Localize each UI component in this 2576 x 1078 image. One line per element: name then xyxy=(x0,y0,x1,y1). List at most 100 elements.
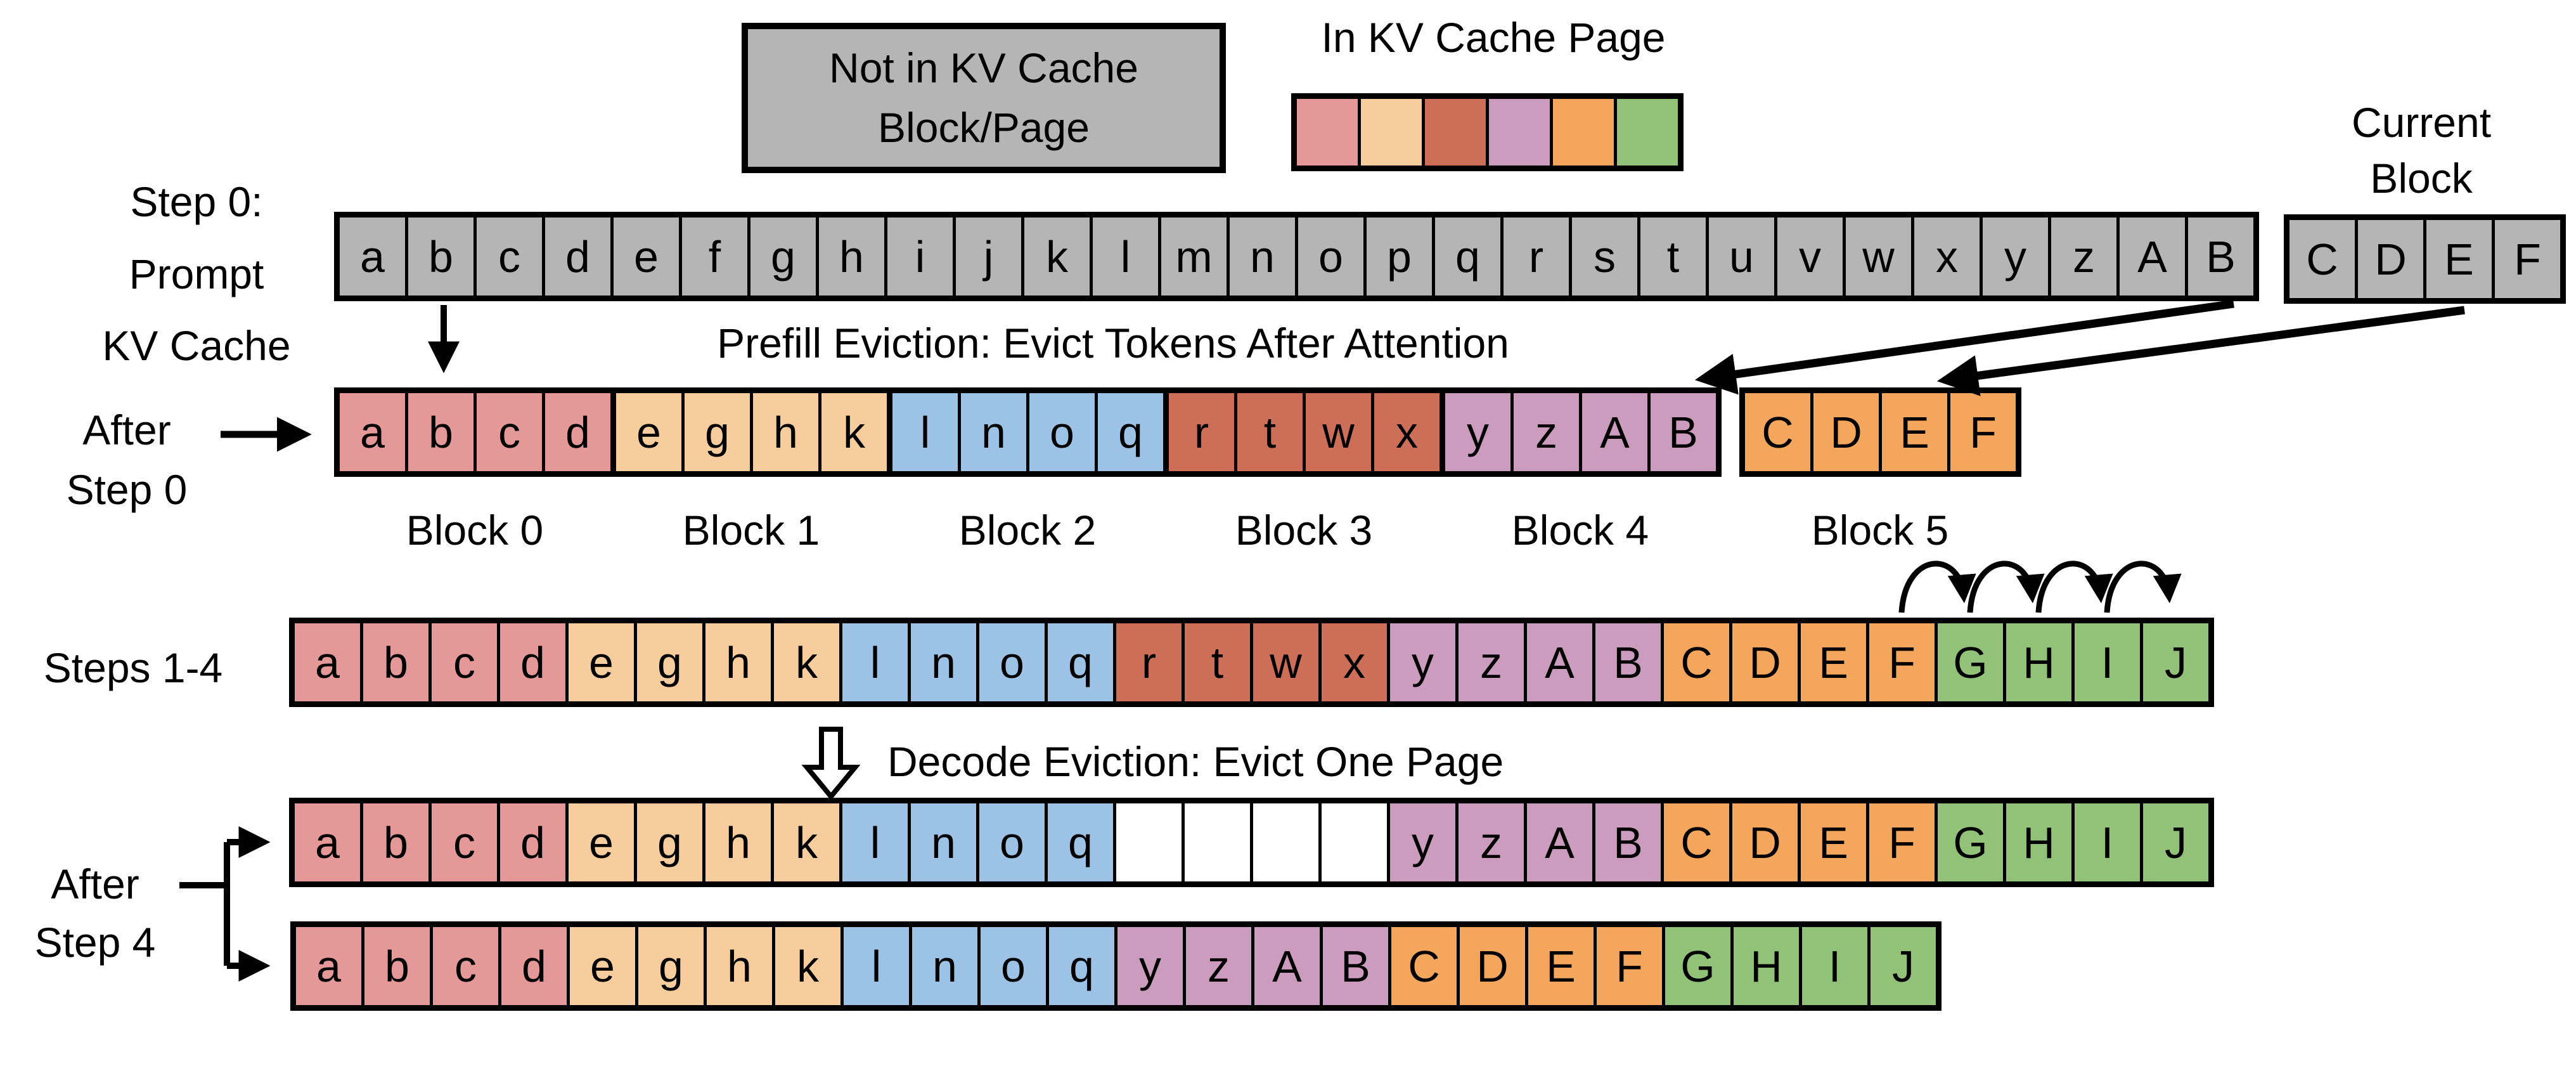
token-cell-B: B xyxy=(2185,218,2253,295)
token-cell-h: h xyxy=(702,623,771,701)
hollow-down-arrow-icon xyxy=(801,727,861,801)
token-cell-a: a xyxy=(340,393,405,471)
token-cell-x: x xyxy=(1911,218,1980,295)
block-green xyxy=(1614,99,1678,166)
token-cell-z: z xyxy=(1183,927,1251,1005)
legend-in-cache-label: In KV Cache Page xyxy=(1321,14,1666,61)
token-cell-l: l xyxy=(892,393,958,471)
token-cell-g: g xyxy=(634,623,702,701)
token-cell-l: l xyxy=(840,927,909,1005)
token-cell-y: y xyxy=(1980,218,2048,295)
token-cell-i: i xyxy=(884,218,953,295)
token-cell-n: n xyxy=(1227,218,1295,295)
token-cell-D: D xyxy=(2355,220,2423,298)
current-block-label: Current Block xyxy=(2351,99,2492,202)
token-cell-G: G xyxy=(1935,803,2003,881)
token-cell-r: r xyxy=(1500,218,1569,295)
block-mauve xyxy=(1486,99,1550,166)
token-cell-J: J xyxy=(1867,927,1936,1005)
arc-hop-i-to-j xyxy=(2104,561,2182,613)
token-cell-z: z xyxy=(1455,623,1524,701)
token-cell-e: e xyxy=(567,927,635,1005)
token-cell-e: e xyxy=(565,623,634,701)
token-cell-h: h xyxy=(704,927,772,1005)
after-step0-label: After Step 0 xyxy=(66,406,188,513)
token-cell-y: y xyxy=(1387,623,1455,701)
token-cell-b: b xyxy=(360,803,428,881)
prefill-eviction-caption: Prefill Eviction: Evict Tokens After Att… xyxy=(717,320,1509,367)
token-cell-w: w xyxy=(1250,623,1318,701)
token-cell-A: A xyxy=(1251,927,1320,1005)
token-cell-w: w xyxy=(1843,218,1911,295)
token-cell-k: k xyxy=(1021,218,1090,295)
token-cell-F: F xyxy=(1594,927,1662,1005)
token-cell-empty xyxy=(1318,803,1387,881)
block2-label: Block 2 xyxy=(958,507,1097,554)
token-cell-c: c xyxy=(428,803,497,881)
token-cell-A: A xyxy=(2116,218,2185,295)
token-cell-q: q xyxy=(1045,623,1113,701)
token-cell-d: d xyxy=(542,393,610,471)
token-cell-b: b xyxy=(360,623,428,701)
token-cell-empty xyxy=(1614,99,1678,166)
token-cell-y: y xyxy=(1114,927,1183,1005)
token-cell-F: F xyxy=(1866,623,1935,701)
token-cell-empty xyxy=(1486,99,1550,166)
token-cell-a: a xyxy=(296,927,361,1005)
token-cell-E: E xyxy=(1879,393,1947,471)
token-cell-o: o xyxy=(1026,393,1095,471)
token-cell-e: e xyxy=(610,218,679,295)
token-cell-d: d xyxy=(542,218,610,295)
token-cell-u: u xyxy=(1706,218,1774,295)
token-cell-o: o xyxy=(976,623,1045,701)
token-cell-H: H xyxy=(2003,623,2071,701)
token-cell-f: f xyxy=(679,218,747,295)
token-cell-r: r xyxy=(1169,393,1234,471)
token-cell-h: h xyxy=(816,218,884,295)
token-cell-l: l xyxy=(839,803,908,881)
arc-hop-h-to-i xyxy=(2035,561,2113,613)
legend-not-in-cache-box: Not in KV Cache Block/Page xyxy=(742,23,1226,173)
token-cell-n: n xyxy=(958,393,1026,471)
token-cell-J: J xyxy=(2140,623,2208,701)
token-cell-A: A xyxy=(1579,393,1647,471)
token-cell-C: C xyxy=(1661,803,1729,881)
token-cell-F: F xyxy=(2492,220,2560,298)
decode-eviction-caption: Decode Eviction: Evict One Page xyxy=(887,738,1504,785)
token-cell-t: t xyxy=(1182,623,1250,701)
token-cell-g: g xyxy=(681,393,750,471)
block-salmon xyxy=(1297,99,1358,166)
token-cell-empty xyxy=(1297,99,1358,166)
token-cell-d: d xyxy=(498,927,567,1005)
token-cell-c: c xyxy=(473,393,542,471)
token-cell-o: o xyxy=(977,927,1046,1005)
token-cell-e: e xyxy=(616,393,681,471)
token-cell-G: G xyxy=(1935,623,2003,701)
token-cell-a: a xyxy=(295,803,360,881)
token-cell-k: k xyxy=(771,803,839,881)
token-cell-c: c xyxy=(430,927,498,1005)
token-cell-j: j xyxy=(953,218,1021,295)
token-cell-r: r xyxy=(1113,623,1182,701)
token-cell-m: m xyxy=(1158,218,1227,295)
token-cell-l: l xyxy=(1090,218,1158,295)
token-cell-y: y xyxy=(1445,393,1510,471)
token-cell-y: y xyxy=(1387,803,1455,881)
token-cell-q: q xyxy=(1046,927,1114,1005)
token-cell-I: I xyxy=(1799,927,1867,1005)
